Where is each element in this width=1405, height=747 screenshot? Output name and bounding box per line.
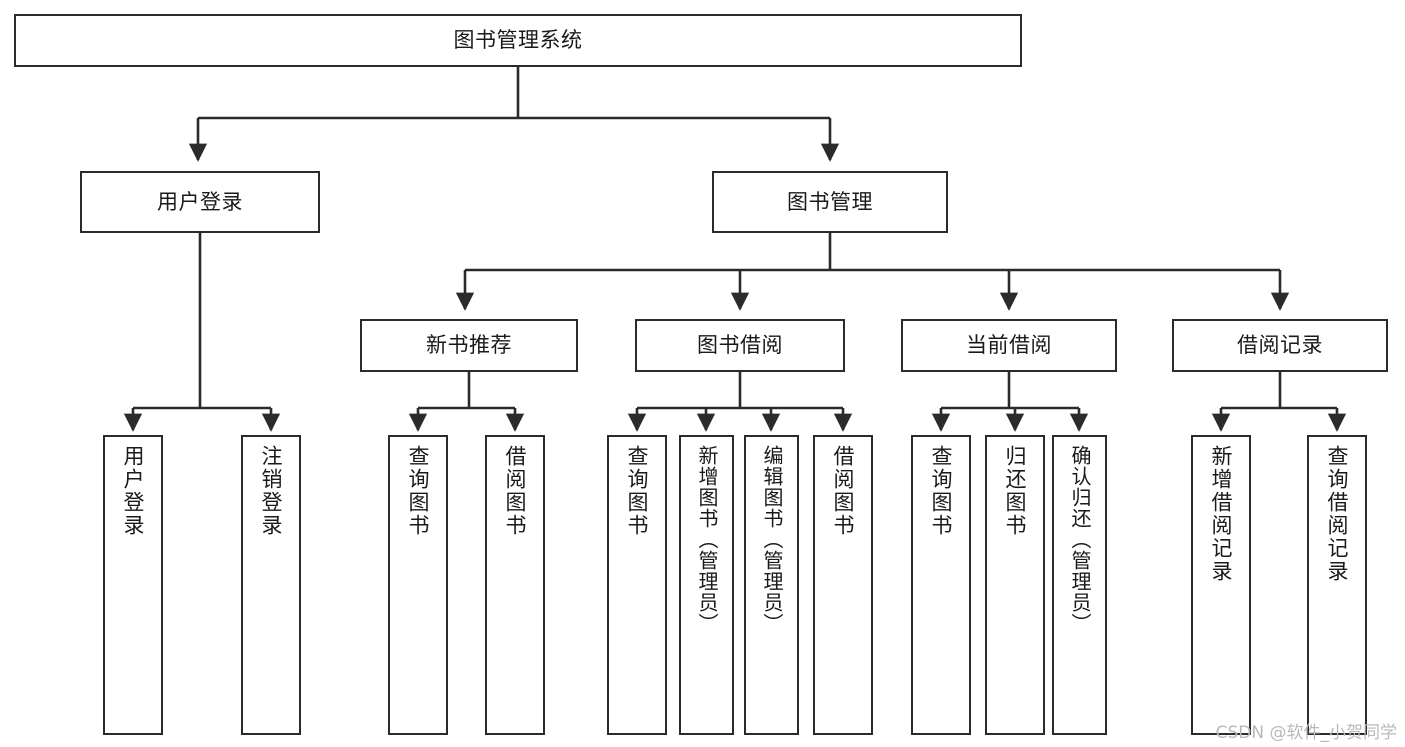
node-leaf-add-borrow-record-label: 新增借阅记录	[1209, 445, 1234, 583]
node-book-management-label: 图书管理	[787, 189, 873, 214]
node-root-label: 图书管理系统	[453, 28, 583, 53]
node-leaf-borrow-book[interactable]: 借阅图书	[813, 435, 873, 735]
node-leaf-user-login[interactable]: 用户登录	[103, 435, 163, 735]
node-leaf-user-login-label: 用户登录	[121, 445, 146, 537]
node-leaf-borrow-book-label: 借阅图书	[831, 445, 856, 537]
node-leaf-query-book-borrow[interactable]: 查询图书	[607, 435, 667, 735]
node-leaf-query-book-recommend[interactable]: 查询图书	[388, 435, 448, 735]
node-leaf-add-book-admin[interactable]: 新增图书（管理员）	[679, 435, 734, 735]
node-book-borrow[interactable]: 图书借阅	[635, 319, 845, 372]
node-leaf-query-book-current-label: 查询图书	[929, 445, 954, 537]
node-leaf-return-book[interactable]: 归还图书	[985, 435, 1045, 735]
node-book-management[interactable]: 图书管理	[712, 171, 948, 233]
node-leaf-borrow-book-recommend[interactable]: 借阅图书	[485, 435, 545, 735]
node-leaf-return-book-label: 归还图书	[1003, 445, 1028, 537]
node-leaf-logout-login[interactable]: 注销登录	[241, 435, 301, 735]
node-user-login[interactable]: 用户登录	[80, 171, 320, 233]
node-user-login-label: 用户登录	[157, 189, 243, 214]
node-current-borrow-label: 当前借阅	[966, 333, 1052, 358]
node-borrow-record-label: 借阅记录	[1237, 333, 1323, 358]
node-leaf-query-borrow-record[interactable]: 查询借阅记录	[1307, 435, 1367, 735]
node-leaf-query-book-borrow-label: 查询图书	[625, 445, 650, 537]
node-new-book-recommend[interactable]: 新书推荐	[360, 319, 578, 372]
node-leaf-query-book-recommend-label: 查询图书	[406, 445, 431, 537]
node-leaf-confirm-return-admin[interactable]: 确认归还（管理员）	[1052, 435, 1107, 735]
csdn-watermark: CSDN @软件_小贺同学	[1215, 723, 1397, 743]
node-leaf-edit-book-admin[interactable]: 编辑图书（管理员）	[744, 435, 799, 735]
node-current-borrow[interactable]: 当前借阅	[901, 319, 1117, 372]
node-leaf-edit-book-admin-label: 编辑图书（管理员）	[760, 445, 784, 634]
node-leaf-confirm-return-admin-label: 确认归还（管理员）	[1068, 445, 1092, 634]
node-borrow-record[interactable]: 借阅记录	[1172, 319, 1388, 372]
node-root-system[interactable]: 图书管理系统	[14, 14, 1022, 67]
node-leaf-borrow-book-recommend-label: 借阅图书	[503, 445, 528, 537]
node-leaf-add-book-admin-label: 新增图书（管理员）	[695, 445, 719, 634]
node-leaf-query-book-current[interactable]: 查询图书	[911, 435, 971, 735]
node-leaf-query-borrow-record-label: 查询借阅记录	[1325, 445, 1350, 583]
node-book-borrow-label: 图书借阅	[697, 333, 783, 358]
node-new-book-recommend-label: 新书推荐	[426, 333, 512, 358]
node-leaf-logout-login-label: 注销登录	[259, 445, 284, 537]
node-leaf-add-borrow-record[interactable]: 新增借阅记录	[1191, 435, 1251, 735]
